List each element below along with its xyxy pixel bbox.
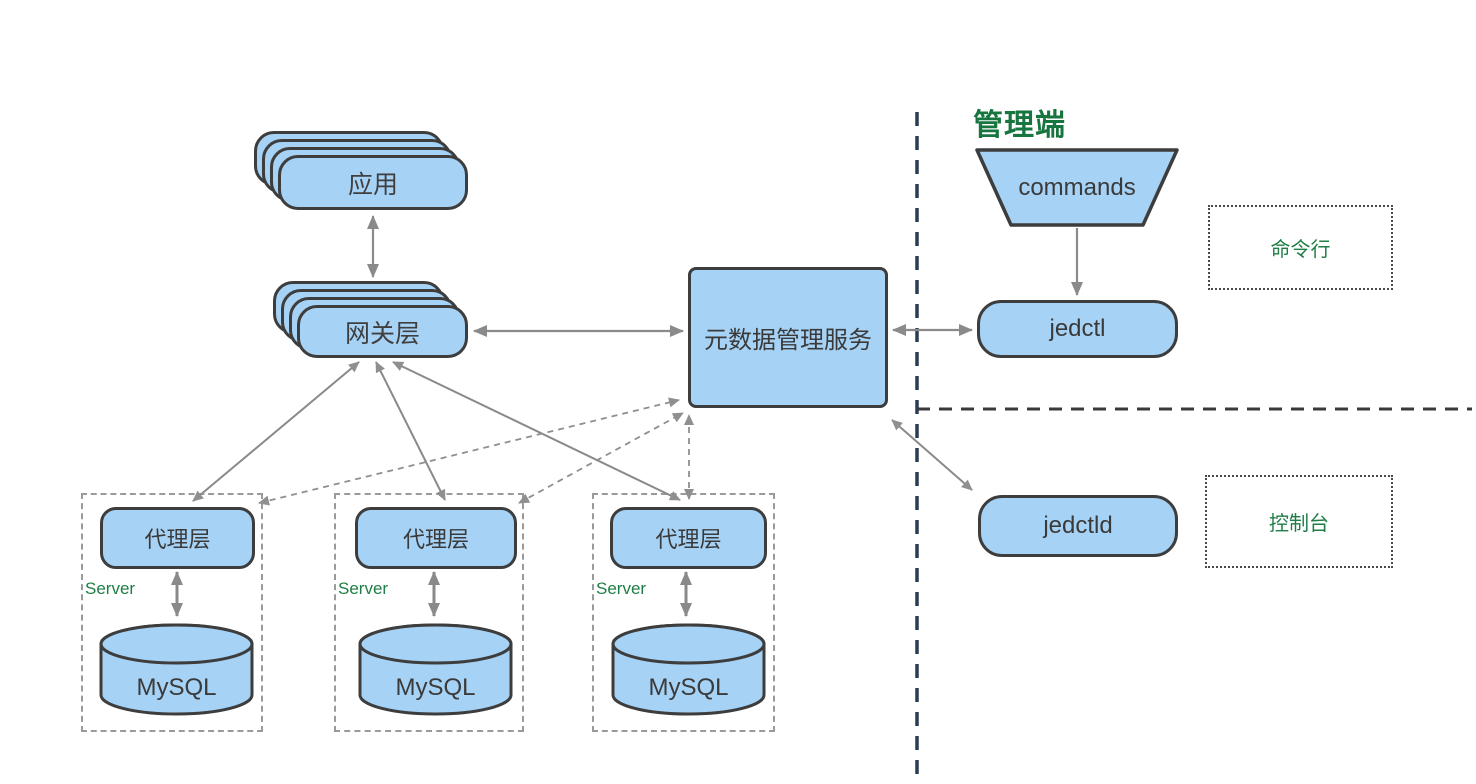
commands-trapezoid-shape	[975, 148, 1179, 227]
app-stack-front: 应用	[278, 155, 468, 210]
server-zone-label: Server	[596, 579, 647, 598]
proxy-node: 代理层	[100, 507, 255, 569]
mysql-cylinder: MySQL	[98, 622, 255, 717]
gateway-label: 网关层	[344, 319, 420, 348]
arrow-gateway-proxy1	[192, 361, 360, 502]
mysql-label: MySQL	[648, 674, 729, 701]
arrow-metaservice-jedctld	[891, 419, 973, 491]
cli-dotted-box: 命令行	[1208, 205, 1393, 290]
commands-label: commands	[1018, 173, 1136, 201]
mysql-label: MySQL	[136, 674, 217, 701]
cli-label: 命令行	[1270, 239, 1331, 261]
cylinder-shape	[611, 623, 766, 716]
proxy-label: 代理层	[655, 527, 722, 552]
jedctl-node: jedctl	[977, 300, 1178, 358]
jedctl-label: jedctl	[1049, 315, 1106, 342]
jedctld-node: jedctld	[978, 495, 1178, 557]
gateway-stack-node: 网关层	[273, 281, 468, 358]
proxy-label: 代理层	[402, 527, 469, 552]
arrow-gateway-proxy3	[392, 361, 681, 501]
server-group: 代理层 Server MySQL	[592, 493, 775, 732]
cylinder-shape	[358, 623, 513, 716]
server-zone-label: Server	[338, 579, 389, 598]
server-group: 代理层 Server MySQL	[81, 493, 263, 732]
app-stack-node: 应用	[254, 131, 468, 210]
commands-node: commands	[975, 148, 1179, 227]
mysql-cylinder: MySQL	[610, 622, 767, 717]
admin-section-title: 管理端	[973, 109, 1066, 142]
mysql-label: MySQL	[395, 674, 476, 701]
mysql-cylinder: MySQL	[357, 622, 514, 717]
console-dotted-box: 控制台	[1205, 475, 1393, 568]
meta-service-label: 元数据管理服务	[704, 327, 872, 354]
jedctld-label: jedctld	[1043, 512, 1113, 539]
proxy-node: 代理层	[610, 507, 767, 569]
cylinder-shape	[99, 623, 254, 716]
meta-service-node: 元数据管理服务	[688, 267, 888, 408]
dashed-arrow-proxy2-metaservice	[518, 412, 684, 504]
console-label: 控制台	[1269, 513, 1329, 535]
server-group: 代理层 Server MySQL	[334, 493, 524, 732]
proxy-label: 代理层	[144, 527, 211, 552]
dashed-arrow-proxy1-metaservice	[258, 397, 680, 506]
server-zone-label: Server	[85, 579, 136, 598]
app-label: 应用	[347, 170, 398, 199]
proxy-node: 代理层	[355, 507, 517, 569]
gateway-stack-front: 网关层	[297, 305, 468, 358]
